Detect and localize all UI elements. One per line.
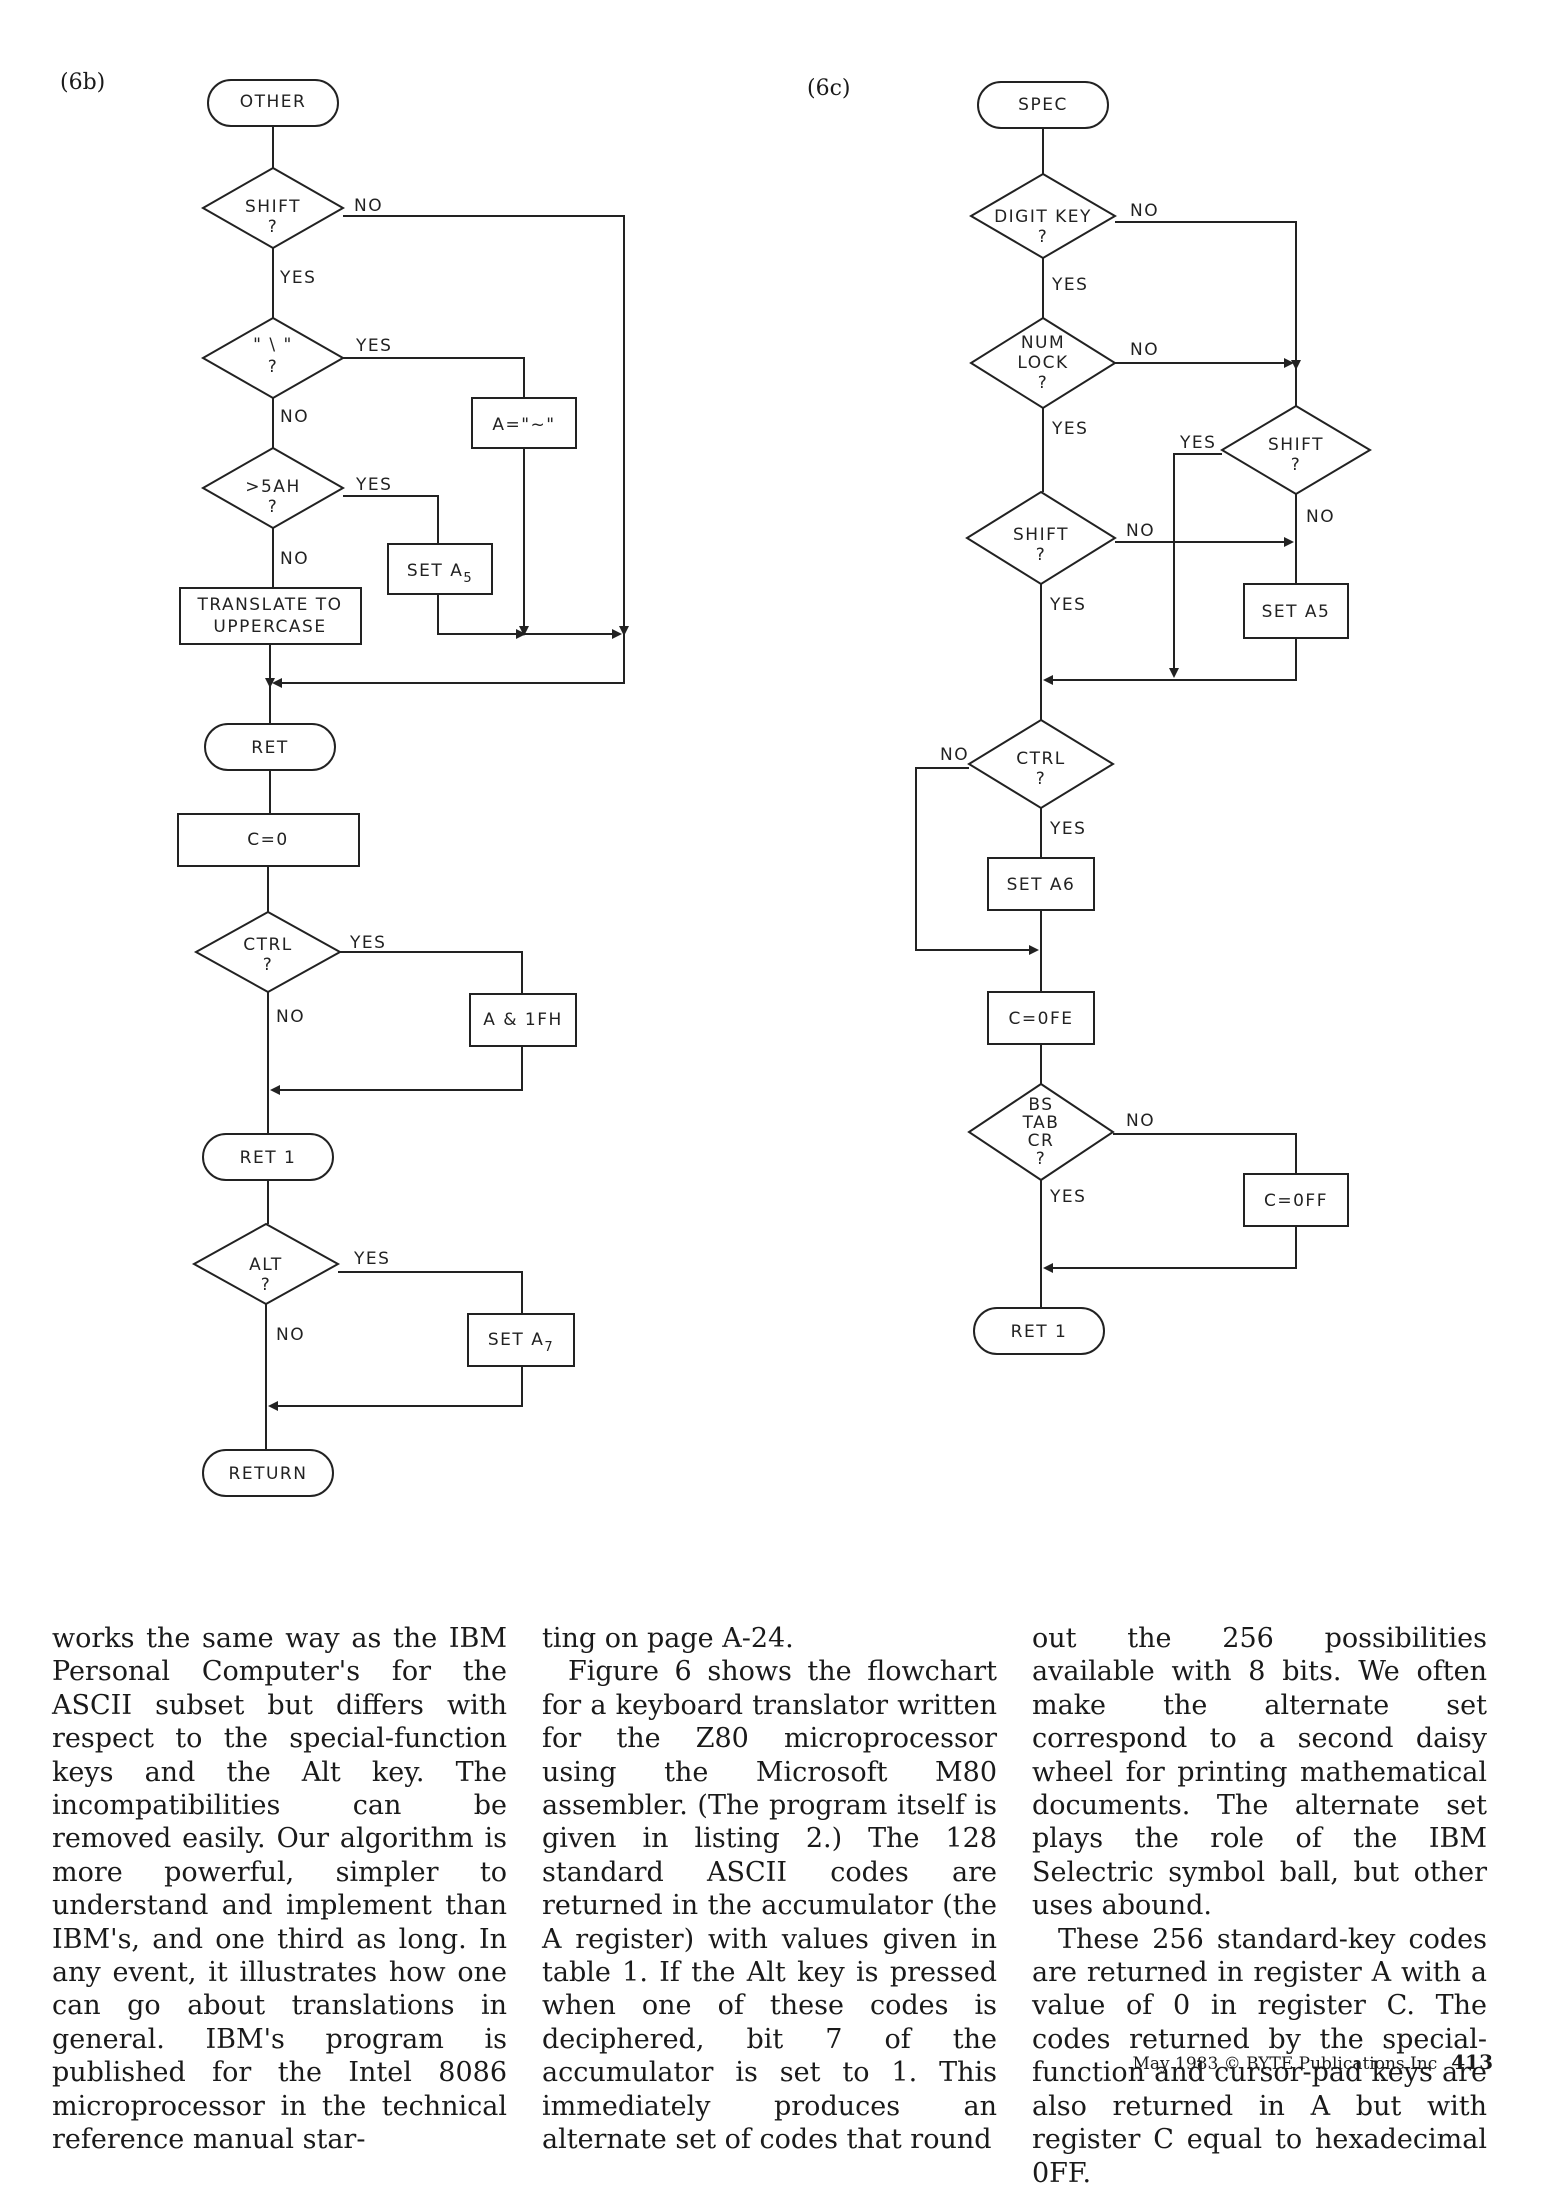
decision-digit-line2: ? bbox=[1038, 227, 1049, 247]
terminal-other-label: OTHER bbox=[240, 92, 307, 112]
shift-left-no-label: NO bbox=[1126, 521, 1155, 541]
ctrl-6b-no-label: NO bbox=[276, 1007, 305, 1027]
gt5ah-yes-label: YES bbox=[355, 475, 392, 495]
terminal-return-label: RETURN bbox=[229, 1464, 308, 1484]
digit-yes-label: YES bbox=[1051, 275, 1088, 295]
bs-no-label: NO bbox=[1126, 1111, 1155, 1131]
flowchart-6c: SPEC DIGIT KEY ? NO YES NUM LOCK ? NO YE… bbox=[915, 81, 1372, 1355]
box-translate-line2: UPPERCASE bbox=[213, 617, 326, 637]
decision-shift-right-line1: SHIFT bbox=[1268, 435, 1324, 455]
decision-bs-line3: CR bbox=[1028, 1131, 1055, 1151]
box-c-zero-label: C=0 bbox=[247, 830, 288, 850]
decision-shift-left-line1: SHIFT bbox=[1013, 525, 1069, 545]
decision-alt-line2: ? bbox=[261, 1275, 272, 1295]
alt-yes-label: YES bbox=[353, 1249, 390, 1269]
numlock-no-label: NO bbox=[1130, 340, 1159, 360]
decision-ctrl-6b-line2: ? bbox=[263, 955, 274, 975]
shift-right-yes-label: YES bbox=[1179, 433, 1216, 453]
bs-yes-label: YES bbox=[1049, 1187, 1086, 1207]
terminal-return bbox=[202, 1449, 334, 1497]
box-set-a7-label: SET A7 bbox=[488, 1330, 554, 1355]
digit-no-label: NO bbox=[1130, 201, 1159, 221]
backslash-yes-label: YES bbox=[355, 336, 392, 356]
column-3-paragraph-2: These 256 standard-key codes are returne… bbox=[1032, 1923, 1487, 2189]
column-1-text: works the same way as the IBM Personal C… bbox=[52, 1623, 507, 2156]
box-translate-line1: TRANSLATE TO bbox=[196, 595, 342, 615]
decision-bs-line2: TAB bbox=[1022, 1113, 1060, 1133]
numlock-yes-label: YES bbox=[1051, 419, 1088, 439]
set-a5-sub: 5 bbox=[463, 571, 473, 586]
figure-6c-label: (6c) bbox=[807, 76, 851, 101]
box-c-zero bbox=[177, 813, 360, 867]
box-set-a5-6c-label: SET A5 bbox=[1262, 602, 1331, 622]
box-set-a6-label: SET A6 bbox=[1007, 875, 1076, 895]
decision-gt5ah-line2: ? bbox=[268, 497, 279, 517]
box-c-0fe bbox=[987, 991, 1095, 1045]
column-3-paragraph-1: out the 256 possibilities available with… bbox=[1032, 1623, 1487, 1922]
terminal-ret1-6c bbox=[973, 1307, 1105, 1355]
shift-right-no-label: NO bbox=[1306, 507, 1335, 527]
page-number: 413 bbox=[1451, 2050, 1493, 2074]
set-a7-text: SET A bbox=[488, 1330, 544, 1350]
flowchart-figure-6: OTHER SHIFT ? NO YES " \ " ? YES NO A="~… bbox=[177, 79, 1372, 1497]
decision-backslash-line1: " \ " bbox=[253, 335, 293, 355]
column-2-paragraph-2: Figure 6 shows the flowchart for a keybo… bbox=[542, 1656, 997, 2156]
decision-ctrl-6b-line1: CTRL bbox=[243, 935, 293, 955]
box-a-tilde-label: A="~" bbox=[492, 415, 555, 435]
column-2-paragraph-1: ting on page A-24. bbox=[542, 1623, 794, 1654]
alt-no-label: NO bbox=[276, 1325, 305, 1345]
ctrl-6c-yes-label: YES bbox=[1049, 819, 1086, 839]
decision-alt-line1: ALT bbox=[249, 1255, 283, 1275]
flowchart-6b: OTHER SHIFT ? NO YES " \ " ? YES NO A="~… bbox=[177, 79, 629, 1497]
decision-bs-line1: BS bbox=[1028, 1095, 1053, 1115]
terminal-spec-label: SPEC bbox=[1018, 95, 1068, 115]
terminal-ret1-6c-label: RET 1 bbox=[1011, 1322, 1068, 1342]
box-set-a5-label: SET A5 bbox=[407, 561, 473, 586]
ctrl-6b-yes-label: YES bbox=[349, 933, 386, 953]
decision-numlock-line1: NUM bbox=[1021, 333, 1065, 353]
decision-shift-left-line2: ? bbox=[1036, 545, 1047, 565]
decision-numlock-line2: LOCK bbox=[1017, 353, 1068, 373]
decision-gt5ah-line1: >5AH bbox=[245, 477, 300, 497]
box-set-a5 bbox=[387, 543, 493, 595]
decision-numlock-line3: ? bbox=[1038, 373, 1049, 393]
page-footer: May 1983 © BYTE Publications Inc 413 bbox=[1132, 2050, 1493, 2074]
box-c-0ff-label: C=0FF bbox=[1264, 1191, 1328, 1211]
decision-shift-line2: ? bbox=[268, 217, 279, 237]
terminal-ret-label: RET bbox=[251, 738, 288, 758]
article-column-1: works the same way as the IBM Personal C… bbox=[52, 1622, 507, 2157]
box-c-0fe-label: C=0FE bbox=[1009, 1009, 1074, 1029]
ctrl-6c-no-label: NO bbox=[940, 745, 969, 765]
set-a7-sub: 7 bbox=[544, 1340, 554, 1355]
shift-yes-label: YES bbox=[279, 268, 316, 288]
decision-shift-right-line2: ? bbox=[1291, 455, 1302, 475]
terminal-ret1-6b-label: RET 1 bbox=[240, 1148, 297, 1168]
decision-ctrl-6c-line1: CTRL bbox=[1016, 749, 1066, 769]
shift-left-yes-label: YES bbox=[1049, 595, 1086, 615]
figure-6b-label: (6b) bbox=[60, 70, 106, 95]
decision-backslash-line2: ? bbox=[268, 357, 279, 377]
shift-no-label: NO bbox=[354, 196, 383, 216]
decision-ctrl-6c-line2: ? bbox=[1036, 769, 1047, 789]
decision-digit-line1: DIGIT KEY bbox=[994, 207, 1092, 227]
gt5ah-no-label: NO bbox=[280, 549, 309, 569]
backslash-no-label: NO bbox=[280, 407, 309, 427]
footer-credit: May 1983 © BYTE Publications Inc bbox=[1132, 2054, 1438, 2074]
box-a-and-1fh-label: A & 1FH bbox=[483, 1010, 563, 1030]
set-a5-text: SET A bbox=[407, 561, 463, 581]
article-column-2: ting on page A-24. Figure 6 shows the fl… bbox=[542, 1622, 997, 2157]
article-column-3: out the 256 possibilities available with… bbox=[1032, 1622, 1487, 2190]
box-c-0ff bbox=[1243, 1173, 1349, 1227]
box-set-a5-6c bbox=[1243, 583, 1349, 639]
decision-bs-line4: ? bbox=[1036, 1149, 1047, 1169]
decision-shift-line1: SHIFT bbox=[245, 197, 301, 217]
box-a-tilde bbox=[471, 397, 577, 449]
